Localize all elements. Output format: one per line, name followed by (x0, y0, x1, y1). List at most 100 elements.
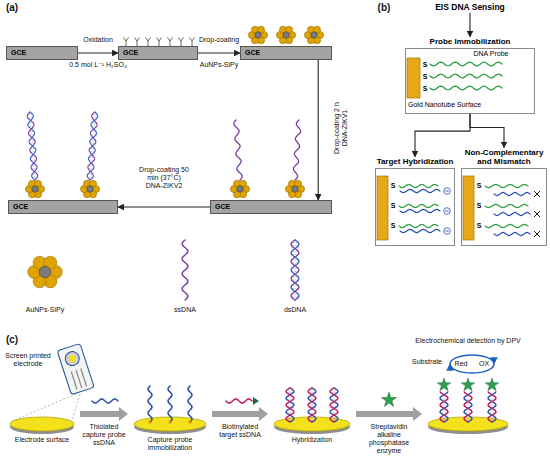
panel-a-illustration-part (124, 38, 129, 47)
panel-b-illustration-part (463, 176, 474, 240)
electrode-bar: GCE (240, 46, 332, 60)
panel-a-illustration-part (168, 38, 173, 47)
atom-label: S (421, 73, 429, 81)
panel-b-illustration-part (494, 232, 530, 235)
panel-b-illustration-part (430, 62, 502, 66)
electrode-label: GCE (119, 47, 197, 59)
flow-arrow (198, 52, 240, 53)
panel-letter: (a) (1, 2, 23, 14)
panel-b-illustration-part (534, 191, 540, 197)
panel-c-illustration-part (488, 392, 496, 422)
panel-box: DNA ProbeSSSGold Nanotube Surface (405, 48, 535, 114)
panel-c-illustration-part (381, 392, 396, 406)
panel-c-illustration-part (168, 420, 171, 423)
panel-b-illustration-part (400, 189, 440, 192)
panel-a-illustration-part (237, 186, 243, 192)
panel-c-illustration-part (330, 388, 338, 422)
panel-text: DNA Probe (456, 50, 526, 58)
panel-letter: (b) (373, 2, 395, 14)
panel-b-illustration-part (534, 211, 540, 217)
panel-a-illustration-part (146, 38, 151, 47)
panel-a-illustration-part (27, 112, 37, 180)
panel-a-illustration-part (255, 32, 261, 38)
panel-a-illustration-part (87, 112, 97, 180)
panel-c-illustration-part (308, 388, 316, 422)
electrode-label: GCE (241, 47, 331, 59)
reagent-label: Thiolated capture probe ssDNA (77, 423, 131, 447)
panel-b-illustration-part (399, 184, 438, 187)
panel-c-illustration-part (148, 420, 151, 423)
panel-a-illustration-part (179, 38, 184, 47)
panel-a-illustration-part (292, 186, 298, 192)
atom-label: S (475, 202, 483, 210)
reagent-label: Biotinylated target ssDNA (213, 423, 267, 439)
panel-c-illustration-part (57, 343, 94, 394)
step-note: Oxidation (73, 36, 123, 44)
electrode-label: GCE (9, 201, 117, 213)
panel-letter: (c) (1, 334, 23, 346)
panel-b-illustration-part (377, 176, 388, 240)
redox-label: OX (475, 360, 493, 368)
flow-arrow (415, 114, 470, 157)
panel-a-illustration-part (182, 240, 188, 300)
panel-a-illustration-part (190, 38, 195, 47)
panel-c-illustration-part (188, 420, 191, 423)
panel-b-illustration-part (494, 212, 530, 215)
panel-c-illustration-part (440, 392, 448, 422)
atom-label: S (389, 222, 397, 230)
panel-c-illustration-part (188, 386, 192, 422)
atom-label: S (421, 85, 429, 93)
key-label: AuNPs-SiPy (15, 306, 75, 314)
panel-a-illustration-part (88, 112, 97, 180)
panel-b-illustration-part (444, 228, 451, 235)
step-panel: Probe ImmobilizationDNA ProbeSSSGold Nan… (405, 37, 535, 114)
panel-heading: Non-Complementary and Mismatch (461, 148, 547, 166)
device-label: Screen printed electrode (2, 352, 54, 368)
panel-a-illustration (25, 26, 323, 300)
panel-b-illustration-part (430, 86, 502, 90)
flow-arrow (118, 206, 210, 207)
step-note: AuNPs-SiPy (193, 61, 245, 69)
flow-arrow (318, 60, 319, 200)
panel-heading: Probe Immobilization (405, 37, 535, 46)
panel-c-illustration-part (464, 392, 472, 422)
panel-a-illustration-part (234, 120, 242, 180)
panel-b-illustration-part (485, 204, 528, 207)
step-note: Drop-coating 50 min (37°C) DNA-ZIKV2 (138, 166, 190, 190)
panel-a-illustration-part (311, 32, 317, 38)
electrode-bar: GCE (8, 200, 118, 214)
panel-c-illustration-part (274, 417, 350, 431)
step-panel: Target HybridizationSSS (375, 157, 455, 246)
step-note: 0.5 mol L⁻¹ H₂SO₄ (61, 61, 135, 69)
panel-b-illustration-part (444, 188, 451, 195)
panel-a-illustration-part (283, 32, 289, 38)
panel-c-illustration-part-part (68, 354, 77, 363)
atom-label: S (389, 182, 397, 190)
panel-b-illustration-part (534, 231, 540, 237)
panel-c-illustration-part (168, 386, 172, 422)
panel-c-illustration-part (148, 386, 152, 422)
panel-b-illustration-part (430, 74, 502, 78)
panel-a-illustration-part (291, 240, 299, 300)
panel-c-illustration-part (485, 378, 498, 391)
step-note: Drop-coating 2 h DNA-ZIKV1 (333, 97, 349, 159)
panel-b-illustration-part (399, 224, 438, 227)
panel-heading: Target Hybridization (375, 157, 455, 166)
panel-c-illustration-part (488, 392, 496, 422)
step-label: Capture probe immobilization (135, 436, 205, 452)
atom-label: S (475, 222, 483, 230)
panel-c-illustration-part (330, 388, 338, 422)
panel-b-illustration-part (485, 224, 528, 227)
panel-c-illustration-part-part (76, 370, 82, 388)
reagent-label: Streptavidin alkaline phosphatase enzyme (358, 423, 420, 455)
panel-a-illustration-part (157, 38, 162, 47)
panel-b-illustration-part (407, 58, 420, 98)
electrode-label: GCE (7, 47, 77, 59)
key-label: ssDNA (165, 306, 205, 314)
electrode-label: GCE (211, 201, 331, 213)
panel-text: Gold Nanotube Surface (408, 101, 532, 109)
panel-c-illustration-part-part (81, 368, 87, 386)
